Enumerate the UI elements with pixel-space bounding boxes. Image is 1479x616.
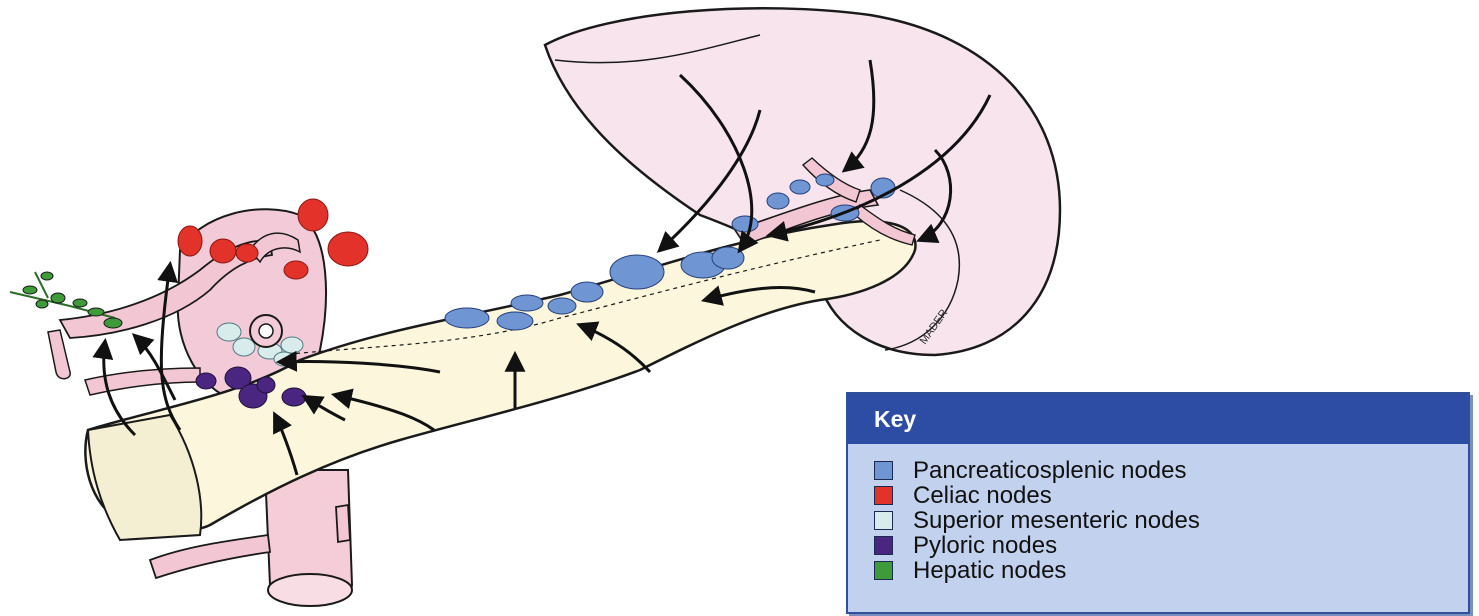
pyloric-node (282, 388, 306, 406)
superior-mesenteric-node (217, 323, 241, 341)
hepatic-node (51, 293, 65, 303)
celiac-node (284, 261, 308, 279)
pancreaticosplenic-node (497, 312, 533, 330)
legend-item-hepatic: Hepatic nodes (874, 558, 1468, 583)
superior-mesenteric-swatch (874, 511, 893, 530)
pancreaticosplenic-node (767, 193, 789, 209)
celiac-node (298, 199, 328, 231)
pyloric-swatch (874, 536, 893, 555)
legend-item-superior-mesenteric: Superior mesenteric nodes (874, 508, 1468, 533)
legend-label: Pyloric nodes (913, 532, 1057, 560)
hepatic-node (73, 299, 87, 307)
legend-label: Superior mesenteric nodes (913, 507, 1200, 535)
legend-list: Pancreaticosplenic nodes Celiac nodes Su… (848, 444, 1468, 583)
hepatic-node (23, 286, 37, 294)
pancreaticosplenic-node (790, 180, 810, 194)
pancreaticosplenic-node (548, 298, 576, 314)
celiac-node (328, 232, 368, 266)
superior-mesenteric-node (233, 338, 255, 356)
hepatic-swatch (874, 561, 893, 580)
pancreaticosplenic-node (816, 174, 834, 186)
pancreaticosplenic-swatch (874, 461, 893, 480)
legend-item-pancreaticosplenic: Pancreaticosplenic nodes (874, 458, 1468, 483)
gastroduodenal-vessel (85, 368, 200, 395)
renal-vessel-left (150, 535, 270, 578)
legend-item-celiac: Celiac nodes (874, 483, 1468, 508)
legend-label: Hepatic nodes (913, 557, 1066, 585)
superior-mesenteric-node (281, 337, 303, 353)
pancreaticosplenic-node (571, 282, 603, 302)
superior-mesenteric-vessel-lumen (259, 324, 273, 338)
hepatic-node (104, 318, 122, 328)
flow-arrow (135, 336, 175, 400)
hepatic-branch-down (48, 330, 70, 379)
pancreaticosplenic-node (712, 247, 744, 269)
pancreaticosplenic-node (511, 295, 543, 311)
legend-item-pyloric: Pyloric nodes (874, 533, 1468, 558)
pancreaticosplenic-node (732, 216, 758, 232)
hepatic-node (41, 272, 53, 280)
renal-vessel-right (336, 505, 350, 542)
legend-label: Celiac nodes (913, 482, 1052, 510)
legend-label: Pancreaticosplenic nodes (913, 457, 1187, 485)
hepatic-node (88, 308, 104, 316)
celiac-node (236, 244, 258, 262)
pancreaticosplenic-node (610, 255, 664, 289)
legend-title: Key (848, 394, 1468, 444)
pyloric-node (196, 373, 216, 389)
celiac-swatch (874, 486, 893, 505)
legend-key: Key Pancreaticosplenic nodes Celiac node… (846, 392, 1470, 614)
celiac-node (210, 239, 236, 263)
superior-mesenteric-node (274, 352, 294, 366)
pyloric-node (257, 377, 275, 393)
aorta-lumen (268, 574, 352, 606)
celiac-node (178, 226, 202, 256)
hepatic-node (36, 300, 48, 308)
pancreaticosplenic-node (445, 308, 489, 328)
